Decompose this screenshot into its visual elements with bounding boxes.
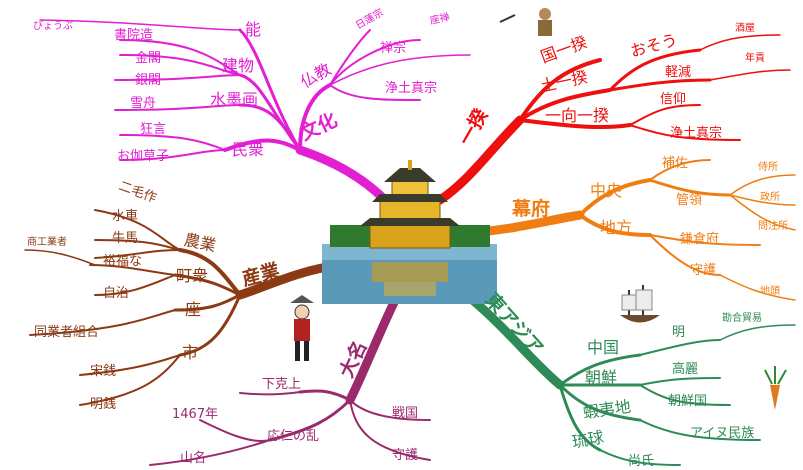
noh-label: 能 [245, 20, 262, 39]
otogizoshi-label: お伽草子 [117, 149, 170, 164]
jichi-label: 自治 [103, 286, 130, 301]
sengoku-label: 戦国 [392, 406, 419, 421]
vegetable-illustration [764, 366, 787, 410]
jito-label: 地頭 [760, 286, 780, 297]
kanrei-label: 管領 [676, 193, 703, 208]
culture-branch-lines [39, 19, 471, 205]
china-label: 中国 [587, 338, 620, 357]
gyuba-label: 牛馬 [112, 231, 139, 246]
shoin-label: 書院造 [114, 28, 154, 43]
shokogyo-label: 商工業者 [27, 237, 67, 248]
samurai-figure-illustration [290, 295, 314, 361]
nengu-label: 年貢 [745, 53, 765, 64]
suibokuga-label: 水墨画 [210, 90, 259, 109]
kango-trade-label: 勘合貿易 [722, 313, 762, 324]
samurai-dokoro-label: 侍所 [758, 162, 778, 173]
people-label: 民衆 [232, 140, 265, 159]
ship-illustration [620, 285, 660, 323]
zen-label: 禅宗 [380, 41, 407, 56]
sakaya-label: 酒屋 [735, 23, 755, 34]
ikko-ikki-label: 一向一揆 [545, 106, 610, 125]
sesshu-label: 雪舟 [130, 96, 157, 111]
kamakura-fu-label: 鎌倉府 [680, 232, 720, 247]
jodo-shin-label: 浄土真宗 [385, 81, 438, 96]
ikki-branch-lines [435, 34, 791, 205]
industry-branch-lines [24, 209, 345, 406]
minsen-label: 明銭 [90, 397, 117, 412]
keigen-label: 軽減 [665, 65, 692, 80]
monchujo-label: 問注所 [758, 221, 788, 232]
shoshi-label: 尚氏 [628, 454, 655, 469]
year-1467-label: 1467年 [172, 407, 219, 422]
doogyo-kumiai-label: 同業者組合 [34, 325, 100, 340]
ichi-label: 市 [182, 343, 199, 362]
shinko-label: 信仰 [660, 92, 687, 107]
daimyo-shugo-label: 守護 [392, 448, 419, 463]
yamana-label: 山名 [180, 451, 207, 466]
gekokujo-label: 下克上 [262, 377, 302, 392]
hosa-label: 補佐 [662, 156, 689, 171]
kinkakuji-image [322, 160, 497, 304]
sosen-label: 宋銭 [90, 364, 117, 379]
architecture-label: 建物 [222, 56, 255, 75]
yufuku-label: 裕福な [103, 254, 143, 269]
ikki-jodo-shin-label: 浄土真宗 [670, 126, 723, 141]
za-label: 座 [185, 300, 202, 319]
kinkaku-label: 金閣 [135, 51, 162, 66]
byobu-label: びょうぶ [33, 21, 73, 32]
ainu-label: アイヌ民族 [690, 426, 755, 441]
figure-illustration [499, 8, 552, 36]
ginkaku-label: 銀閣 [135, 73, 162, 88]
chiho-label: 地方 [600, 218, 633, 237]
bakufu-main-label: 幕府 [512, 198, 551, 220]
machishu-label: 町衆 [176, 266, 209, 285]
ming-label: 明 [672, 325, 686, 340]
mandokoro-label: 政所 [760, 192, 780, 203]
goryeo-label: 高麗 [672, 362, 699, 377]
joseon-label: 朝鮮国 [668, 394, 708, 409]
shugo-label: 守護 [690, 263, 717, 278]
kyogen-label: 狂言 [140, 122, 167, 137]
onin-war-label: 応仁の乱 [267, 429, 320, 444]
bakufu-branch-lines [475, 159, 796, 301]
korea-label: 朝鮮 [585, 368, 618, 387]
suisha-label: 水車 [112, 209, 139, 224]
chuo-label: 中央 [590, 181, 623, 200]
